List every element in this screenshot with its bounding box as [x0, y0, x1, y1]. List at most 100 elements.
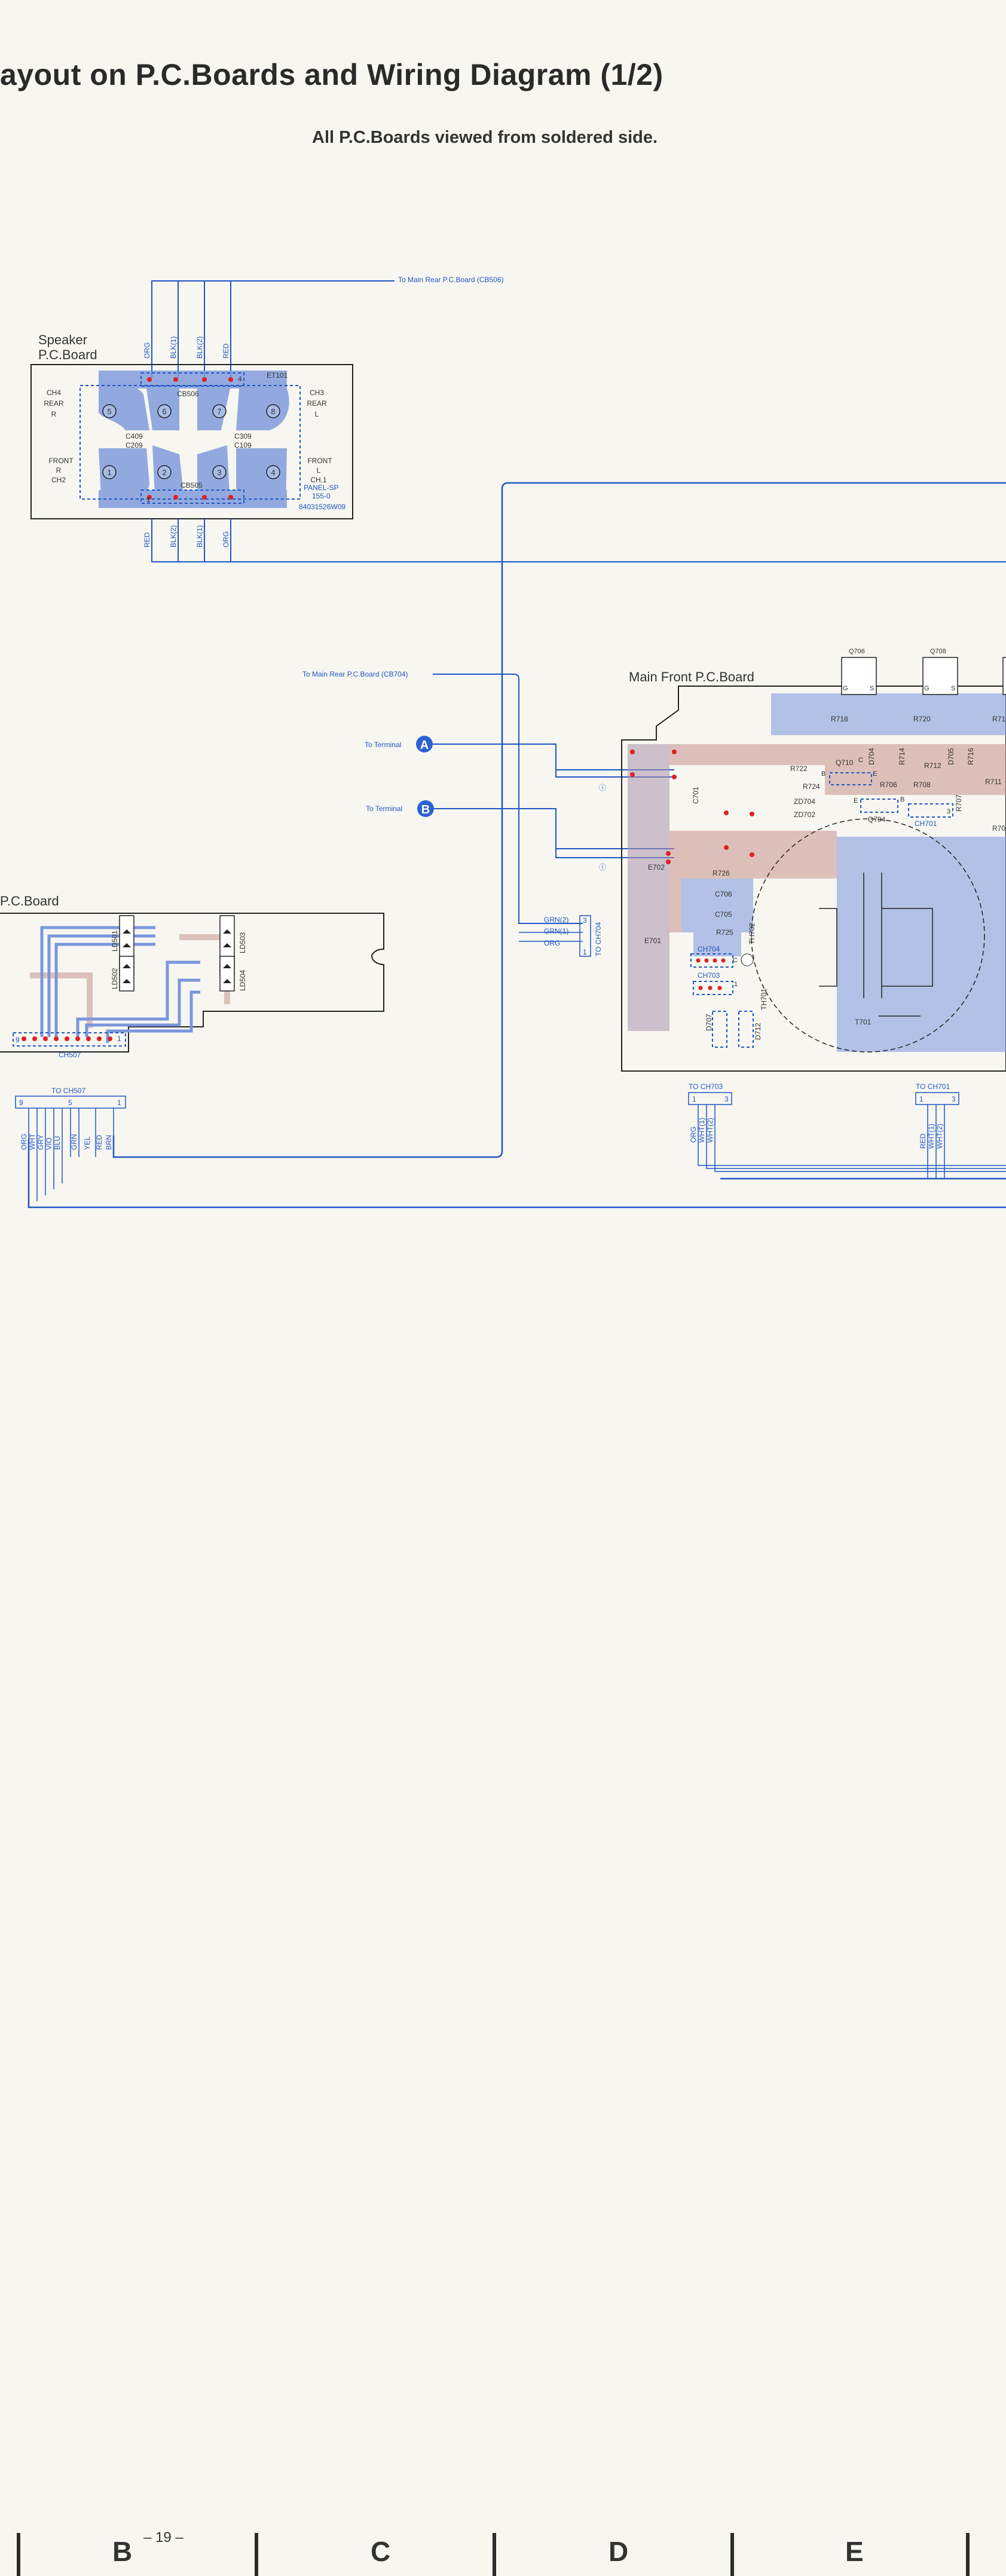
speaker-top-wires — [151, 280, 395, 378]
to-ch507-wire-wht: WHT — [28, 1133, 36, 1150]
page-title: ayout on P.C.Boards and Wiring Diagram (… — [0, 58, 663, 91]
to-ch701-pin-3: 3 — [952, 1095, 956, 1103]
to-terminal-b-label: To Terminal — [366, 804, 402, 813]
bottom-wire-blk1: BLK(1) — [195, 525, 204, 547]
ch3-rear: REAR — [307, 399, 327, 408]
column-label-e: E — [845, 2536, 864, 2567]
top-wire-blk1: BLK(1) — [169, 336, 178, 359]
r714-label: R714 — [898, 748, 906, 765]
ch704-pin-1: 1 — [583, 948, 587, 956]
to-ch701-wire-wht1: WHT(1) — [927, 1124, 935, 1149]
ch701-label: CH701 — [915, 819, 937, 828]
pin-1-ch703: 1 — [734, 981, 738, 988]
terminal-b-badge — [417, 800, 434, 817]
to-ch507-wire-brn: BRN — [105, 1135, 113, 1150]
r70-label: R70 — [992, 824, 1005, 833]
terminal-5: 5 — [107, 407, 111, 416]
to-ch507-pin-9: 9 — [19, 1099, 23, 1107]
terminal-a-letter: A — [420, 739, 429, 752]
pin-c-1: C — [858, 757, 863, 764]
pin-e-1: E — [873, 770, 877, 778]
pin-c-ch704: C — [733, 957, 738, 964]
ld502-label: LD502 — [111, 968, 119, 989]
th702-label: TH702 — [748, 923, 756, 944]
e701-label: E701 — [644, 937, 661, 945]
bottom-wire-blk2: BLK(2) — [169, 525, 178, 547]
top-wire-red: RED — [222, 343, 230, 359]
ch2-label: CH2 — [51, 476, 66, 484]
ch704-wire-grn2: GRN(2) — [544, 916, 568, 924]
terminal-1: 1 — [107, 468, 111, 477]
pin-e-2: E — [854, 797, 858, 804]
terminal-6: 6 — [162, 407, 166, 416]
page-number: – 19 – — [143, 2529, 184, 2546]
column-label-c: C — [371, 2536, 391, 2567]
q706-s: S — [870, 685, 874, 692]
ch4-label: CH4 — [47, 388, 61, 397]
q706-label: Q706 — [849, 648, 865, 655]
column-label-d: D — [609, 2536, 629, 2567]
speaker-board-title-2: P.C.Board — [38, 347, 97, 362]
to-ch703-pin-1: 1 — [692, 1095, 696, 1103]
to-ch703-title: TO CH703 — [689, 1082, 723, 1091]
r716-label: R716 — [967, 748, 975, 765]
ch1-l: L — [317, 466, 321, 475]
r706-label: R706 — [880, 781, 897, 789]
footer-divider — [730, 2533, 734, 2576]
r711-label: R711 — [985, 778, 1002, 786]
c409-label: C409 — [126, 432, 143, 440]
to-ch507-wire-blu: BLU — [53, 1136, 62, 1150]
ch1-label: CH.1 — [310, 476, 327, 484]
terminal-2: 2 — [162, 468, 166, 477]
ld504-label: LD504 — [238, 969, 247, 991]
zd704-label: ZD704 — [794, 797, 815, 806]
ch4-rear: REAR — [44, 399, 64, 408]
ch3-label: CH3 — [310, 388, 324, 397]
to-ch701-pin-1: 1 — [919, 1095, 924, 1103]
to-ch507-wire-vio: VIO — [45, 1137, 53, 1150]
terminal-b-letter: B — [421, 803, 430, 816]
c705-label: C705 — [715, 910, 732, 919]
page-footer: B – 19 – C D E — [0, 1261, 1006, 2576]
q704-label: Q704 — [868, 815, 886, 824]
d704-label: D704 — [867, 748, 876, 765]
ch3-l: L — [315, 410, 319, 418]
terminal-i-mark-1: ⓘ — [599, 784, 606, 792]
component-labels: R718 R720 R71 Q710 D704 R714 D705 R716 R… — [644, 715, 1005, 1040]
speaker-pc-board: Speaker P.C.Board To Main Rear P.C.Board… — [30, 276, 1006, 562]
r707-label: R707 — [955, 794, 963, 812]
to-ch507-wire-org: ORG — [20, 1134, 28, 1150]
to-ch701-wire-wht2: WHT(2) — [935, 1124, 944, 1149]
ch704-label: CH704 — [698, 945, 720, 953]
r718-label: R718 — [831, 715, 848, 723]
th701-label: TH701 — [760, 989, 768, 1010]
cb506-label: CB506 — [177, 390, 199, 398]
ch507-label: CH507 — [59, 1051, 81, 1059]
et101-label: ET101 — [267, 371, 288, 380]
q708-label: Q708 — [930, 648, 946, 655]
to-ch701-title: TO CH701 — [916, 1082, 950, 1091]
e702-label: E702 — [648, 863, 665, 871]
q710-label: Q710 — [836, 758, 854, 767]
r708-label: R708 — [913, 781, 931, 789]
terminal-8: 8 — [271, 407, 275, 416]
r71-label: R71 — [992, 715, 1005, 723]
c209-label: C209 — [126, 441, 143, 449]
d707-label: D707 — [705, 1014, 713, 1031]
to-main-rear-cb506: To Main Rear P.C.Board (CB506) — [398, 276, 504, 284]
q708-s: S — [951, 685, 955, 692]
q708-g: G — [924, 685, 929, 692]
footer-divider — [493, 2533, 496, 2576]
to-ch507-wire-red: RED — [95, 1134, 103, 1150]
r720-label: R720 — [913, 715, 931, 723]
to-ch507-wire-grn: GRN — [70, 1134, 78, 1150]
c109-label: C109 — [234, 441, 252, 449]
ch704-wire-org: ORG — [544, 939, 560, 947]
pin-b-1: B — [821, 770, 825, 778]
ch703-label: CH703 — [698, 971, 720, 980]
led-board-title: P.C.Board — [0, 894, 59, 908]
t701-label: T701 — [855, 1018, 872, 1026]
speaker-pin-1: 1 — [146, 495, 151, 504]
ch1-front: FRONT — [307, 457, 332, 465]
to-ch703-pin-3: 3 — [724, 1095, 729, 1103]
